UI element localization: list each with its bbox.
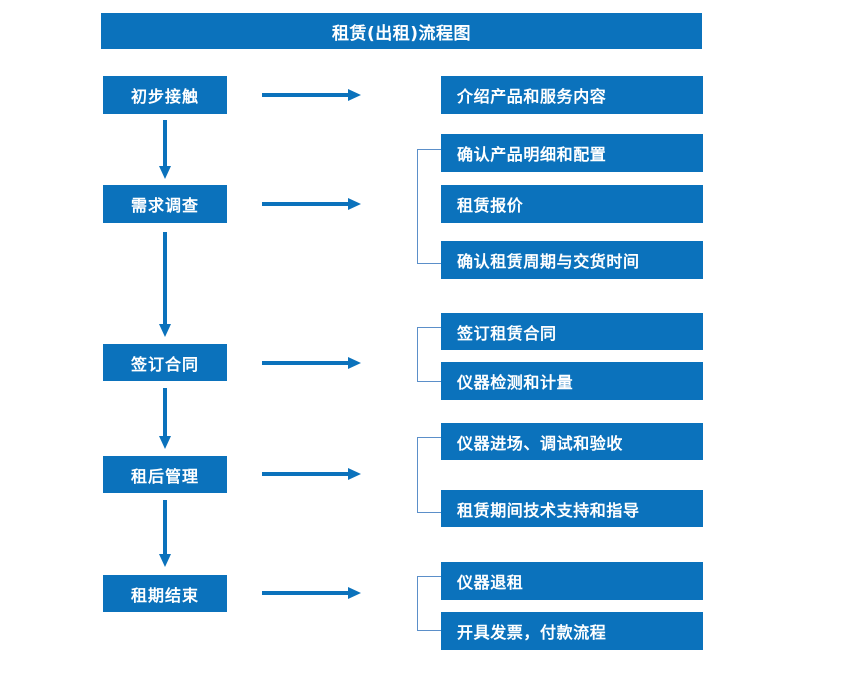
detail-box-7[interactable]: 仪器进场、调试和验收 bbox=[441, 423, 703, 460]
stage-label: 需求调查 bbox=[130, 196, 199, 215]
group-bracket-icon bbox=[417, 149, 441, 264]
stage-box-3[interactable]: 签订合同 bbox=[103, 344, 227, 381]
detail-box-2[interactable]: 确认产品明细和配置 bbox=[441, 134, 703, 172]
detail-label: 仪器退租 bbox=[457, 573, 524, 592]
arrow-right-icon bbox=[262, 468, 361, 480]
stage-label: 初步接触 bbox=[130, 87, 199, 106]
detail-label: 确认租赁周期与交货时间 bbox=[457, 252, 640, 271]
detail-label: 签订租赁合同 bbox=[457, 323, 557, 343]
group-bracket-icon bbox=[417, 437, 441, 513]
detail-box-6[interactable]: 仪器检测和计量 bbox=[441, 362, 703, 400]
detail-label: 租赁报价 bbox=[457, 196, 524, 215]
detail-label: 仪器检测和计量 bbox=[457, 373, 574, 392]
group-bracket-icon bbox=[417, 576, 441, 631]
detail-label: 开具发票，付款流程 bbox=[457, 623, 607, 642]
stage-box-4[interactable]: 租后管理 bbox=[103, 456, 227, 493]
detail-label: 介绍产品和服务内容 bbox=[457, 87, 607, 106]
stage-box-1[interactable]: 初步接触 bbox=[103, 76, 227, 114]
arrow-right-icon bbox=[262, 587, 361, 599]
detail-label: 确认产品明细和配置 bbox=[457, 145, 607, 164]
detail-label: 租赁期间技术支持和指导 bbox=[457, 500, 640, 520]
stage-label: 租期结束 bbox=[130, 585, 199, 605]
detail-box-1[interactable]: 介绍产品和服务内容 bbox=[441, 76, 703, 114]
group-bracket-icon bbox=[417, 327, 441, 382]
stage-label: 签订合同 bbox=[130, 354, 199, 374]
stage-label: 租后管理 bbox=[130, 466, 199, 486]
page-title: 租赁(出租)流程图 bbox=[101, 13, 702, 49]
arrow-down-icon bbox=[159, 120, 171, 179]
arrow-right-icon bbox=[262, 89, 361, 101]
arrow-right-icon bbox=[262, 198, 361, 210]
arrow-right-icon bbox=[262, 357, 361, 369]
arrow-down-icon bbox=[159, 388, 171, 449]
detail-box-9[interactable]: 仪器退租 bbox=[441, 562, 703, 600]
detail-box-3[interactable]: 租赁报价 bbox=[441, 185, 703, 223]
stage-box-5[interactable]: 租期结束 bbox=[103, 575, 227, 612]
detail-box-10[interactable]: 开具发票，付款流程 bbox=[441, 612, 703, 650]
detail-box-4[interactable]: 确认租赁周期与交货时间 bbox=[441, 241, 703, 279]
detail-box-5[interactable]: 签订租赁合同 bbox=[441, 313, 703, 350]
detail-box-8[interactable]: 租赁期间技术支持和指导 bbox=[441, 490, 703, 527]
stage-box-2[interactable]: 需求调查 bbox=[103, 185, 227, 223]
arrow-down-icon bbox=[159, 500, 171, 567]
arrow-down-icon bbox=[159, 232, 171, 337]
detail-label: 仪器进场、调试和验收 bbox=[457, 433, 624, 453]
